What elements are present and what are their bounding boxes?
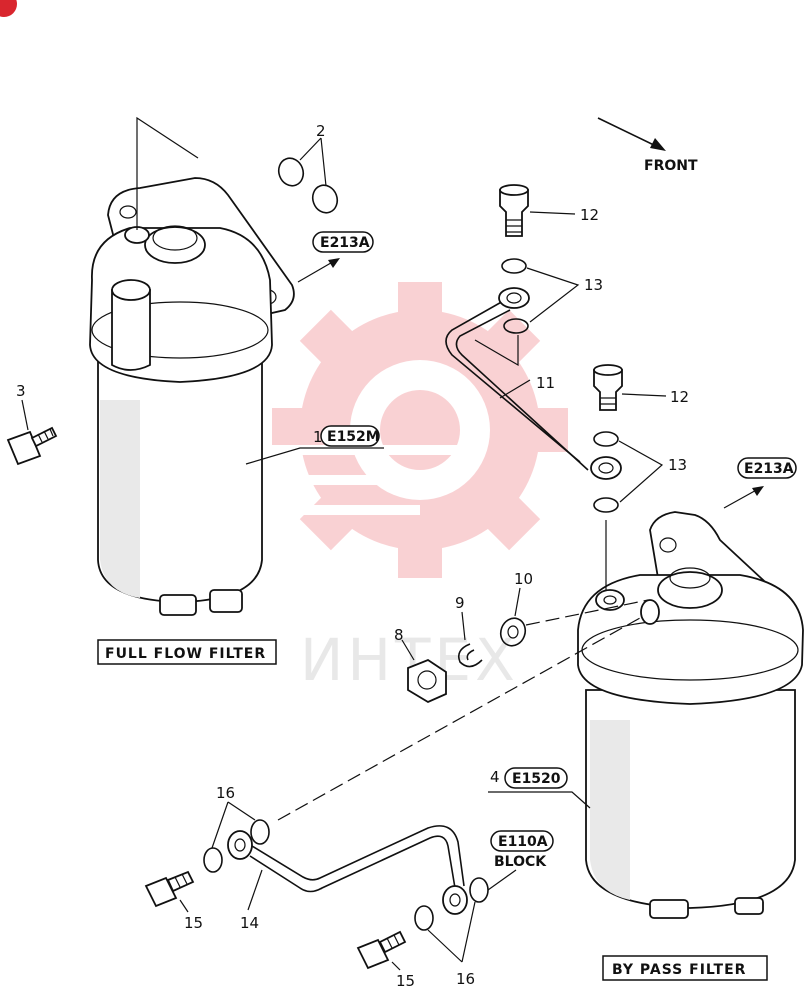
- callout-3: 3: [16, 382, 26, 400]
- bolt-part-15-left: [144, 870, 195, 913]
- full-flow-filter-drawing: [89, 116, 295, 616]
- ref-pill-e1520[interactable]: E1520: [504, 767, 568, 789]
- pipe-part-11: [445, 287, 622, 480]
- svg-text:E152M: E152M: [327, 429, 380, 445]
- svg-text:E213A: E213A: [744, 461, 794, 477]
- nut-part-8: [401, 639, 447, 704]
- o-rings-part-2: [277, 137, 339, 214]
- callout-12-top: 12: [580, 206, 599, 224]
- arrow-to-e110a: [487, 869, 517, 891]
- washers-part-13: [501, 258, 664, 513]
- callout-11: 11: [536, 374, 555, 392]
- bolt-part-15-right: [356, 930, 407, 971]
- svg-text:BY PASS FILTER: BY PASS FILTER: [612, 962, 746, 978]
- pipe-part-14: [227, 825, 468, 915]
- callout-13-mid: 13: [668, 456, 687, 474]
- bolt-part-3: [6, 399, 58, 466]
- block-label: BLOCK: [494, 854, 547, 870]
- ref-pill-e213a-top[interactable]: E213A: [312, 231, 374, 253]
- arrow-to-e213a-right: [723, 486, 764, 509]
- callout-13-top: 13: [584, 276, 603, 294]
- callout-15-left: 15: [184, 914, 203, 932]
- callout-2: 2: [316, 122, 326, 140]
- ref-pill-e213a-right[interactable]: E213A: [737, 457, 797, 479]
- arrow-to-e213a-top: [297, 258, 340, 283]
- front-arrow-icon: [597, 117, 666, 151]
- svg-text:E213A: E213A: [320, 235, 370, 251]
- watermark-logo: ИНТЕХ: [260, 282, 568, 694]
- svg-text:E110A: E110A: [498, 834, 548, 850]
- banjo-bolt-part-12-mid: [593, 364, 667, 411]
- callout-16-top: 16: [216, 784, 235, 802]
- svg-text:E1520: E1520: [512, 771, 561, 787]
- callout-15-right: 15: [396, 972, 415, 990]
- callout-1: 1: [313, 428, 323, 446]
- washer-part-10: [499, 587, 527, 647]
- gear-icon: [260, 282, 568, 578]
- ref-pill-e152m[interactable]: E152M: [320, 425, 380, 447]
- callout-14: 14: [240, 914, 259, 932]
- ref-pill-e110a[interactable]: E110A: [490, 830, 554, 852]
- corner-badge: [0, 0, 17, 17]
- callout-4: 4: [490, 768, 500, 786]
- by-pass-filter-drawing: [577, 511, 804, 919]
- banjo-bolt-part-12-top: [499, 184, 576, 237]
- callout-9: 9: [455, 594, 465, 612]
- front-label: FRONT: [644, 158, 698, 174]
- callout-8: 8: [394, 626, 404, 644]
- lock-washer-part-9: [457, 611, 483, 668]
- svg-text:FULL FLOW FILTER: FULL FLOW FILTER: [105, 646, 266, 662]
- callout-12-mid: 12: [670, 388, 689, 406]
- callout-16-bottom: 16: [456, 970, 475, 988]
- caption-full-flow-filter: FULL FLOW FILTER: [97, 639, 277, 665]
- caption-by-pass-filter: BY PASS FILTER: [602, 955, 768, 981]
- callout-10: 10: [514, 570, 533, 588]
